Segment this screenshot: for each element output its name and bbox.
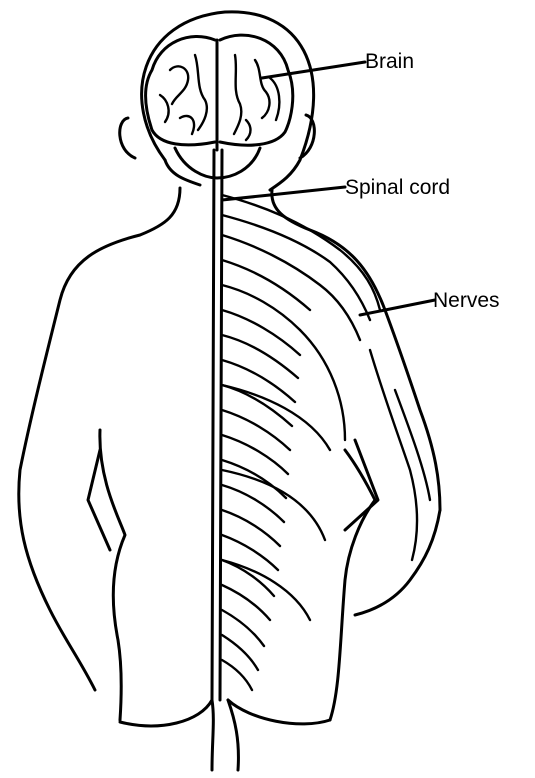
spinal-cord-label: Spinal cord xyxy=(345,176,450,199)
spinal-cord xyxy=(212,150,222,700)
brain xyxy=(146,35,293,178)
nerves-leader-line xyxy=(360,300,435,315)
brain-label: Brain xyxy=(365,50,414,73)
spinal-cord-leader-line xyxy=(222,187,345,200)
nerves-label: Nerves xyxy=(433,289,500,312)
left-ear xyxy=(120,118,135,158)
body-outline xyxy=(19,188,440,770)
